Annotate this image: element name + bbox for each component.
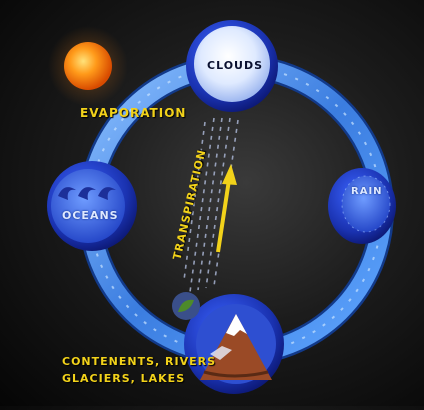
rain-node — [328, 168, 396, 244]
waves-icon — [58, 187, 116, 200]
clouds-node — [186, 20, 278, 112]
evaporation-label: EVAPORATION — [80, 106, 187, 120]
plant-globe — [172, 292, 200, 320]
leaf-icon — [178, 299, 194, 312]
mountain-icon — [200, 314, 272, 380]
clouds-label: CLOUDS — [207, 59, 264, 72]
sun — [48, 26, 128, 106]
rain-label: RAIN — [351, 186, 383, 197]
land-node — [184, 294, 284, 394]
transpiration-arrow — [216, 164, 237, 253]
land-label-line2: GLACIERS, LAKES — [62, 372, 186, 385]
oceans-label: OCEANS — [62, 209, 119, 222]
oceans-node — [47, 161, 137, 251]
land-label-line1: CONTENENTS, RIVERS — [62, 355, 216, 368]
